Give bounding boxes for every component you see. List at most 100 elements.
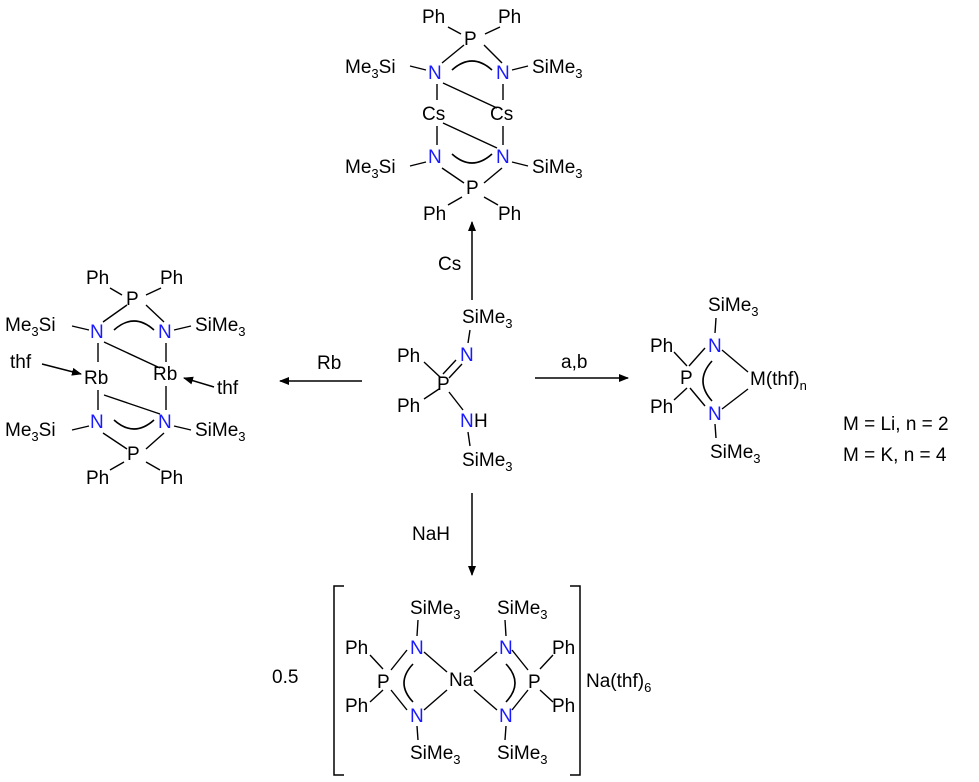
label: 3 bbox=[505, 316, 512, 331]
label: P bbox=[680, 368, 693, 389]
label: 3 bbox=[453, 752, 460, 767]
label: Me bbox=[5, 420, 31, 441]
label: Si bbox=[39, 315, 56, 336]
label: SiMe3 bbox=[410, 598, 461, 622]
label: Me bbox=[345, 57, 371, 78]
label: SiMe3 bbox=[710, 442, 761, 466]
label: SiMe3 bbox=[708, 295, 759, 319]
label: SiMe bbox=[195, 420, 238, 441]
label: Me3Si bbox=[345, 57, 396, 81]
label: SiMe bbox=[532, 57, 575, 78]
label: 3 bbox=[371, 166, 378, 181]
label: Rb bbox=[153, 364, 177, 385]
label: Me bbox=[5, 315, 31, 336]
label: N bbox=[496, 147, 510, 168]
label: 3 bbox=[540, 607, 547, 622]
label: Ph bbox=[160, 268, 183, 289]
label: SiMe3 bbox=[497, 598, 548, 622]
label: 3 bbox=[31, 324, 38, 339]
label: P bbox=[464, 29, 477, 50]
label: P bbox=[126, 289, 139, 310]
label: SiMe bbox=[532, 157, 575, 178]
label: P bbox=[127, 444, 140, 465]
label: H bbox=[474, 411, 488, 432]
reagent-nah: NaH bbox=[412, 524, 450, 545]
condition-li: M = Li, n = 2 bbox=[843, 414, 949, 435]
label: SiMe3 bbox=[462, 307, 513, 331]
label: N bbox=[428, 147, 442, 168]
starting-aminophosphine: SiMe3 N Ph P Ph N H SiMe3 bbox=[397, 307, 513, 474]
label: SiMe bbox=[708, 295, 751, 316]
label: Rb bbox=[84, 368, 108, 389]
label: Ph bbox=[160, 468, 183, 489]
label: Si bbox=[379, 157, 396, 178]
label: N bbox=[708, 336, 722, 357]
label: 3 bbox=[575, 66, 582, 81]
label: Ph bbox=[86, 268, 109, 289]
label: SiMe3 bbox=[532, 57, 583, 81]
label: 3 bbox=[453, 607, 460, 622]
label: P bbox=[528, 672, 541, 693]
label: Ph bbox=[650, 397, 673, 418]
label: 6 bbox=[644, 680, 651, 695]
label: M(thf) bbox=[750, 369, 800, 390]
reagent-ab: a,b bbox=[561, 352, 587, 373]
label: P bbox=[466, 178, 479, 199]
label: Ph bbox=[552, 696, 575, 717]
label: N bbox=[410, 706, 424, 727]
label: N bbox=[460, 411, 474, 432]
label: N bbox=[496, 63, 510, 84]
label: P bbox=[437, 374, 450, 395]
label: N bbox=[499, 706, 513, 727]
label: N bbox=[158, 412, 172, 433]
cesium-dimer-product: Ph Ph P Me3Si N N SiMe3 Cs Cs Me3Si N N … bbox=[345, 7, 583, 225]
label: Ph bbox=[345, 638, 368, 659]
label: Me bbox=[345, 157, 371, 178]
coefficient: 0.5 bbox=[272, 667, 298, 688]
sodiate-product: 0.5 SiMe3 N Ph P Na Ph N SiMe3 SiMe3 N P… bbox=[272, 585, 651, 776]
label: 3 bbox=[505, 459, 512, 474]
label: SiMe3 bbox=[532, 157, 583, 181]
label: Ph bbox=[345, 696, 368, 717]
label: 3 bbox=[371, 66, 378, 81]
label: N bbox=[499, 638, 513, 659]
label: SiMe3 bbox=[462, 450, 513, 474]
label: N bbox=[410, 638, 424, 659]
label: Ph bbox=[552, 638, 575, 659]
label: 3 bbox=[575, 166, 582, 181]
label: N bbox=[708, 404, 722, 425]
label: Na bbox=[449, 670, 474, 691]
label: 3 bbox=[751, 304, 758, 319]
label: M(thf)n bbox=[750, 369, 807, 393]
label: n bbox=[800, 378, 807, 393]
label: SiMe bbox=[497, 743, 540, 764]
label: 3 bbox=[540, 752, 547, 767]
label: N bbox=[158, 322, 172, 343]
label: 3 bbox=[238, 429, 245, 444]
label: SiMe bbox=[410, 743, 453, 764]
label: SiMe bbox=[497, 598, 540, 619]
label: N bbox=[460, 345, 474, 366]
label: 3 bbox=[753, 451, 760, 466]
label: SiMe bbox=[462, 450, 505, 471]
label: Si bbox=[39, 420, 56, 441]
label: Me3Si bbox=[345, 157, 396, 181]
label: thf bbox=[10, 352, 32, 373]
label: Ph bbox=[422, 7, 445, 28]
label: SiMe3 bbox=[410, 743, 461, 767]
label: SiMe bbox=[195, 315, 238, 336]
label: Na(thf) bbox=[586, 671, 644, 692]
label: SiMe3 bbox=[195, 420, 246, 444]
label: Me3Si bbox=[5, 315, 56, 339]
label: Si bbox=[379, 57, 396, 78]
counter-cation: Na(thf)6 bbox=[586, 671, 651, 695]
label: SiMe bbox=[410, 598, 453, 619]
label: 3 bbox=[31, 429, 38, 444]
reagent-cs: Cs bbox=[438, 254, 461, 275]
label: N bbox=[428, 63, 442, 84]
label: Ph bbox=[86, 468, 109, 489]
label: 3 bbox=[238, 324, 245, 339]
alkali-metal-product: SiMe3 N Ph P M(thf)n Ph N SiMe3 M = Li, … bbox=[650, 295, 949, 466]
label: P bbox=[377, 672, 390, 693]
